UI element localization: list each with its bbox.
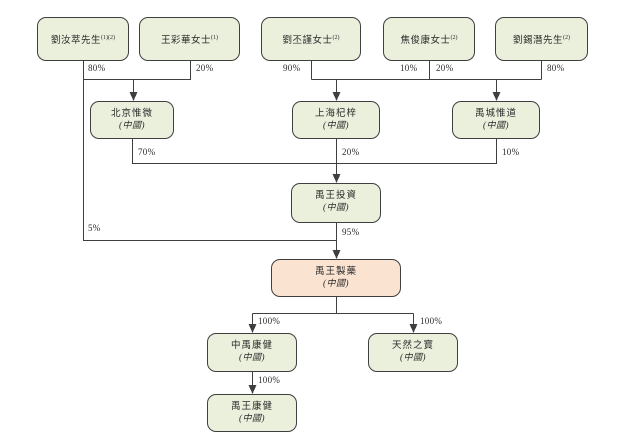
footnote-ref: (1) [211, 34, 218, 41]
person-name: 王彩華女士(1) [161, 32, 218, 46]
node-yuwang-pharma: 禹王製藥 (中國) [271, 259, 401, 297]
node-liu-pijin: 劉丕謹女士(2) [261, 17, 361, 61]
person-name-text: 焦俊康女士 [400, 36, 451, 46]
node-yuwang-kangjian: 禹王康健 (中國) [207, 394, 297, 432]
pct-label-liu-rucui-beijing: 80% [88, 63, 106, 73]
pct-label-liu-xiqian-yucheng: 80% [547, 63, 565, 73]
person-name: 劉丕謹女士(2) [282, 32, 339, 46]
pct-label-zhongyu-yuwang: 100% [258, 375, 281, 385]
person-name-text: 劉汝萃先生 [50, 36, 101, 46]
node-zhongyu-kangjian: 中禹康健 (中國) [207, 333, 297, 372]
pct-label-investment-pharma: 95% [342, 227, 360, 237]
pct-label-jiao-shanghai: 10% [400, 63, 418, 73]
footnote-ref: (1)(2) [101, 34, 115, 41]
pct-label-pharma-zhongyu: 100% [258, 316, 281, 326]
footnote-ref: (2) [450, 34, 458, 41]
company-region: (中國) [323, 202, 349, 212]
pct-label-liu-rucui-pharma: 5% [88, 223, 101, 233]
company-name: 禹城惟道 [474, 109, 517, 119]
person-name-text: 劉錫潛先生 [512, 36, 563, 46]
footnote-ref: (2) [332, 34, 340, 41]
company-region: (中國) [119, 120, 145, 130]
pct-label-pharma-tianran: 100% [420, 316, 443, 326]
node-tianran-zhibao: 天然之寶 (中國) [368, 333, 458, 372]
company-name: 北京惟微 [110, 109, 153, 119]
person-name: 劉汝萃先生(1)(2) [51, 32, 115, 46]
node-yuwang-investment: 禹王投資 (中國) [291, 183, 381, 223]
company-name: 中禹康健 [230, 341, 273, 351]
node-liu-xiqian: 劉錫潛先生(2) [495, 17, 588, 61]
company-name: 禹王製藥 [314, 267, 357, 277]
pct-label-jiao-yucheng: 20% [436, 63, 454, 73]
pct-label-beijing-investment: 70% [138, 147, 156, 157]
person-name-text: 王彩華女士 [160, 36, 211, 46]
node-wang-caihua: 王彩華女士(1) [139, 17, 240, 61]
node-beijing-weiwei: 北京惟微 (中國) [90, 101, 174, 139]
pct-label-yucheng-investment: 10% [502, 147, 520, 157]
company-region: (中國) [239, 413, 265, 423]
company-name: 上海杞梓 [314, 109, 357, 119]
person-name: 劉錫潛先生(2) [513, 32, 570, 46]
node-liu-rucui: 劉汝萃先生(1)(2) [37, 17, 129, 61]
company-name: 禹王康健 [230, 402, 273, 412]
company-name: 天然之寶 [391, 341, 434, 351]
node-shanghai-qizi: 上海杞梓 (中國) [292, 101, 380, 139]
node-jiao-junkang: 焦俊康女士(2) [383, 17, 475, 61]
footnote-ref: (2) [563, 34, 570, 41]
company-name: 禹王投資 [314, 191, 357, 201]
pct-label-shanghai-investment: 20% [342, 147, 360, 157]
company-region: (中國) [400, 352, 426, 362]
person-name: 焦俊康女士(2) [400, 32, 457, 46]
company-region: (中國) [239, 352, 265, 362]
pct-label-wang-caihua-beijing: 20% [196, 63, 214, 73]
company-region: (中國) [323, 120, 349, 130]
company-region: (中國) [323, 278, 349, 288]
person-name-text: 劉丕謹女士 [282, 36, 333, 46]
pct-label-liu-pijin-shanghai: 90% [283, 63, 301, 73]
node-yucheng-weidao: 禹城惟道 (中國) [452, 101, 540, 139]
company-region: (中國) [483, 120, 509, 130]
